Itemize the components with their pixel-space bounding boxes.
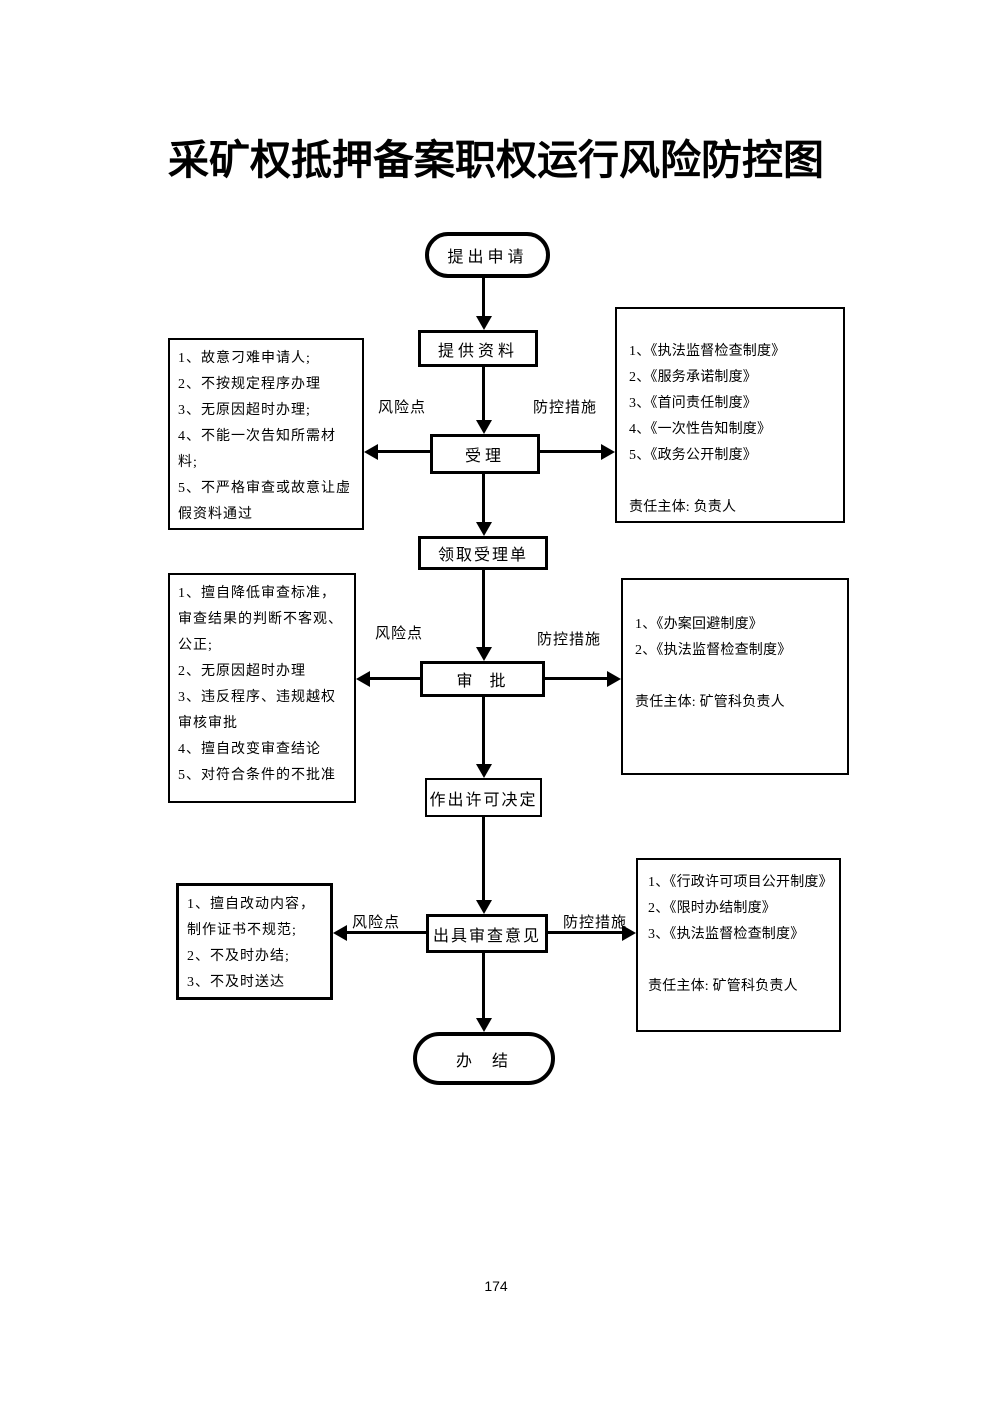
arrow-head-down — [476, 764, 492, 778]
control-measure-label: 防控措施 — [563, 911, 628, 932]
risk-point-label: 风险点 — [375, 622, 424, 643]
arrow-line — [369, 677, 420, 680]
risk-item: 3、违反程序、违规越权审核审批 — [178, 690, 336, 731]
responsible-entity: 责任主体: 负责人 — [629, 500, 737, 515]
risk-item: 2、无原因超时办理 — [178, 664, 306, 679]
page-title: 采矿权抵押备案职权运行风险防控图 — [168, 137, 824, 183]
arrow-line — [482, 367, 485, 421]
arrow-head-right — [607, 671, 621, 687]
arrow-head-left — [333, 925, 347, 941]
risk-panel-opinion: 1、擅自改动内容，制作证书不规范; 2、不及时办结; 3、不及时送达 — [176, 883, 333, 1000]
risk-item: 1、擅自降低审查标准，审查结果的判断不客观、公正; — [178, 586, 343, 653]
risk-item: 1、故意刁难申请人; — [178, 351, 311, 366]
arrow-head-down — [476, 522, 492, 536]
flow-node-end: 办 结 — [413, 1032, 555, 1085]
flow-node-provide-materials: 提供资料 — [418, 330, 538, 367]
measure-item: 2、《服务承诺制度》 — [629, 370, 757, 385]
risk-item: 4、擅自改变审查结论 — [178, 742, 321, 757]
flow-node-issue-opinion: 出具审查意见 — [426, 914, 548, 953]
arrow-head-down — [476, 647, 492, 661]
measure-item: 3、《执法监督检查制度》 — [648, 927, 805, 942]
arrow-line — [482, 278, 485, 317]
arrow-line — [482, 570, 485, 648]
risk-item: 3、不及时送达 — [187, 975, 285, 990]
risk-item: 1、擅自改动内容，制作证书不规范; — [187, 897, 315, 938]
control-measure-label: 防控措施 — [537, 628, 602, 649]
flow-node-receipt: 领取受理单 — [418, 536, 548, 570]
arrow-head-down — [476, 420, 492, 434]
measure-item: 4、《一次性告知制度》 — [629, 422, 772, 437]
arrow-head-down — [476, 900, 492, 914]
measure-item: 1、《执法监督检查制度》 — [629, 344, 786, 359]
arrow-line — [545, 677, 608, 680]
measure-item: 1、《办案回避制度》 — [635, 617, 763, 632]
flow-node-start: 提出申请 — [425, 232, 550, 278]
arrow-line — [540, 450, 602, 453]
flow-node-approve: 审 批 — [420, 661, 545, 697]
measure-item: 2、《限时办结制度》 — [648, 901, 776, 916]
risk-item: 4、不能一次告知所需材料; — [178, 429, 336, 470]
arrow-line — [482, 817, 485, 901]
responsible-entity: 责任主体: 矿管科负责人 — [648, 979, 798, 994]
measure-item: 3、《首问责任制度》 — [629, 396, 757, 411]
arrow-line — [482, 953, 485, 1019]
measure-panel-accept: 1、《执法监督检查制度》 2、《服务承诺制度》 3、《首问责任制度》 4、《一次… — [615, 307, 845, 523]
risk-item: 2、不及时办结; — [187, 949, 290, 964]
measure-item: 2、《执法监督检查制度》 — [635, 643, 792, 658]
risk-item: 5、对符合条件的不批准 — [178, 768, 336, 783]
arrow-head-left — [356, 671, 370, 687]
page-number: 174 — [484, 1278, 508, 1294]
measure-item: 5、《政务公开制度》 — [629, 448, 757, 463]
risk-item: 2、不按规定程序办理 — [178, 377, 321, 392]
flow-node-decision: 作出许可决定 — [425, 778, 542, 817]
arrow-line — [482, 474, 485, 523]
measure-panel-opinion: 1、《行政许可项目公开制度》 2、《限时办结制度》 3、《执法监督检查制度》 责… — [636, 858, 841, 1032]
arrow-head-right — [622, 925, 636, 941]
risk-point-label: 风险点 — [378, 396, 427, 417]
risk-point-label: 风险点 — [352, 911, 401, 932]
control-measure-label: 防控措施 — [533, 396, 598, 417]
arrow-head-right — [601, 444, 615, 460]
arrow-head-down — [476, 316, 492, 330]
arrow-head-down — [476, 1018, 492, 1032]
measure-panel-approve: 1、《办案回避制度》 2、《执法监督检查制度》 责任主体: 矿管科负责人 — [621, 578, 849, 775]
responsible-entity: 责任主体: 矿管科负责人 — [635, 695, 785, 710]
flow-node-accept: 受理 — [430, 434, 540, 474]
arrow-head-left — [364, 444, 378, 460]
measure-item: 1、《行政许可项目公开制度》 — [648, 875, 833, 890]
risk-item: 3、无原因超时办理; — [178, 403, 311, 418]
risk-item: 5、不严格审查或故意让虚假资料通过 — [178, 481, 351, 522]
arrow-line — [482, 697, 485, 765]
risk-panel-approve: 1、擅自降低审查标准，审查结果的判断不客观、公正; 2、无原因超时办理 3、违反… — [168, 573, 356, 803]
arrow-line — [346, 931, 426, 934]
arrow-line — [377, 450, 430, 453]
arrow-line — [548, 931, 623, 934]
risk-panel-accept: 1、故意刁难申请人; 2、不按规定程序办理 3、无原因超时办理; 4、不能一次告… — [168, 338, 364, 530]
